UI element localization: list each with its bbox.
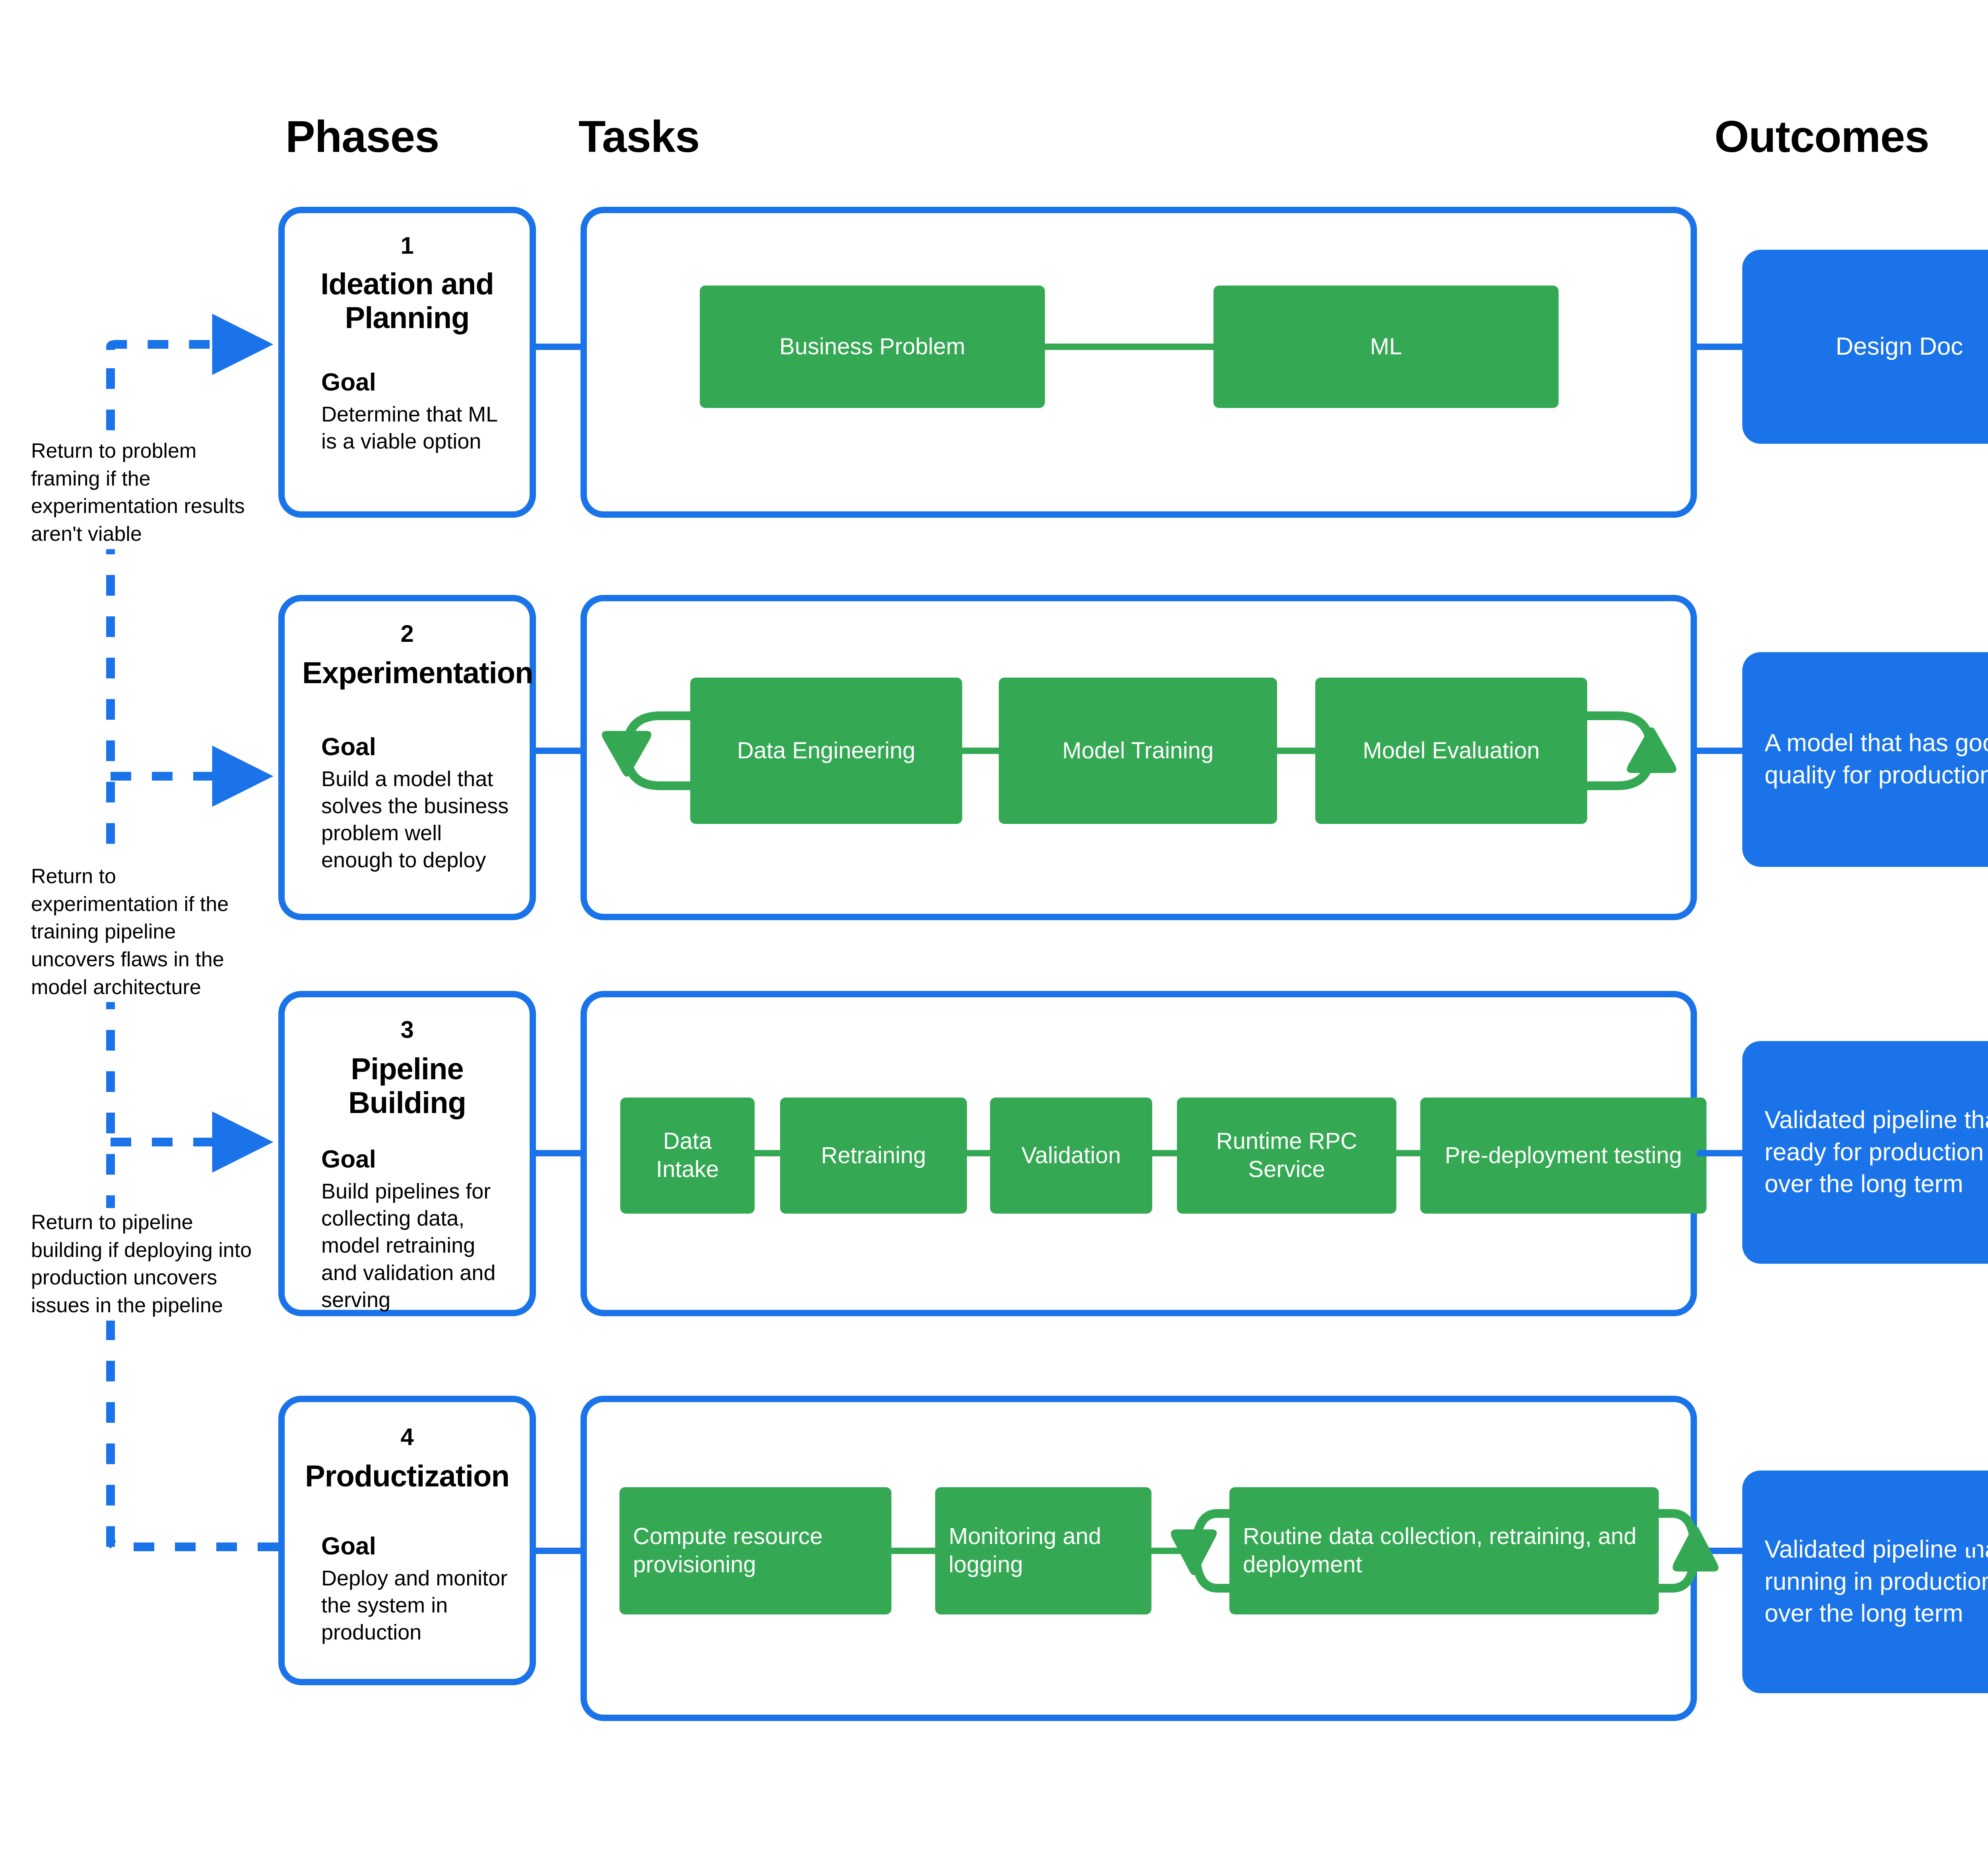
goal-text-4: Deploy and monitor the system in product… (321, 1566, 508, 1645)
outcome-box-design-doc[interactable]: Design Doc (1742, 250, 1988, 444)
return-note-pipeline-building: Return to pipeline building if deploying… (31, 1208, 270, 1321)
goal-text-3: Build pipelines for collecting data, mod… (321, 1179, 496, 1312)
phase-card-2[interactable]: 2 Experimentation Goal Build a model tha… (278, 595, 536, 920)
task-box-model-evaluation[interactable]: Model Evaluation (1315, 678, 1587, 824)
phase-number-3: 3 (400, 1016, 414, 1043)
phase-number-4: 4 (400, 1424, 414, 1450)
column-header-tasks: Tasks (579, 112, 700, 161)
task-box-compute-resource-provisioning[interactable]: Compute resource provisioning (619, 1487, 891, 1614)
task-box-pre-deployment-testing[interactable]: Pre-deployment testing (1420, 1098, 1706, 1214)
task-box-model-training[interactable]: Model Training (999, 678, 1277, 824)
goal-label-4: Goal (321, 1533, 376, 1560)
task-box-data-engineering[interactable]: Data Engineering (690, 678, 962, 824)
outcome-box-validated-pipeline-ready[interactable]: Validated pipeline that's ready for prod… (1742, 1041, 1988, 1264)
task-box-retraining[interactable]: Retraining (780, 1098, 967, 1214)
phase-number-2: 2 (400, 620, 414, 647)
return-note-experimentation: Return to experimentation if the trainin… (31, 862, 254, 1002)
task-box-runtime-rpc-service[interactable]: Runtime RPC Service (1177, 1098, 1396, 1214)
goal-label-3: Goal (321, 1146, 376, 1173)
outcome-box-validated-pipeline-running[interactable]: Validated pipeline that's running in pro… (1742, 1471, 1988, 1693)
return-note-problem-framing: Return to problem framing if the experim… (31, 437, 252, 549)
phase-title-4: Productization (305, 1459, 510, 1493)
phase-card-4[interactable]: 4 Productization Goal Deploy and monitor… (278, 1396, 536, 1685)
phase-title-2: Experimentation (302, 656, 533, 690)
task-box-validation[interactable]: Validation (990, 1098, 1152, 1214)
task-box-monitoring-and-logging[interactable]: Monitoring and logging (935, 1487, 1151, 1614)
phase-goal-block-2: Goal Build a model that solves the busin… (302, 733, 512, 874)
goal-text-2: Build a model that solves the business p… (321, 767, 509, 872)
goal-text-1: Determine that ML is a viable option (321, 402, 497, 454)
phase-number-1: 1 (400, 232, 414, 259)
phase-goal-block-4: Goal Deploy and monitor the system in pr… (302, 1533, 512, 1646)
task-box-ml[interactable]: ML (1213, 286, 1559, 408)
phase-card-3[interactable]: 3 Pipeline Building Goal Build pipelines… (278, 991, 536, 1316)
goal-label-1: Goal (321, 369, 376, 396)
return-arrow-phase1 (106, 314, 274, 375)
phase-title-1: Ideation and Planning (320, 267, 494, 335)
goal-label-2: Goal (321, 733, 376, 761)
task-box-routine-data-collection[interactable]: Routine data collection, retraining, and… (1229, 1487, 1659, 1614)
return-tail-phase4 (106, 1527, 278, 1551)
task-box-business-problem[interactable]: Business Problem (700, 286, 1045, 408)
phase-card-1[interactable]: 1 Ideation and Planning Goal Determine t… (278, 207, 536, 518)
task-box-data-intake[interactable]: Data Intake (620, 1098, 755, 1214)
phase-title-3: Pipeline Building (348, 1052, 466, 1120)
outcome-box-model-quality[interactable]: A model that has good quality for produc… (1742, 652, 1988, 867)
column-header-phases: Phases (285, 112, 439, 161)
column-header-outcomes: Outcomes (1714, 112, 1930, 161)
phase-goal-block-1: Goal Determine that ML is a viable optio… (302, 369, 512, 455)
phase-goal-block-3: Goal Build pipelines for collecting data… (302, 1146, 512, 1313)
